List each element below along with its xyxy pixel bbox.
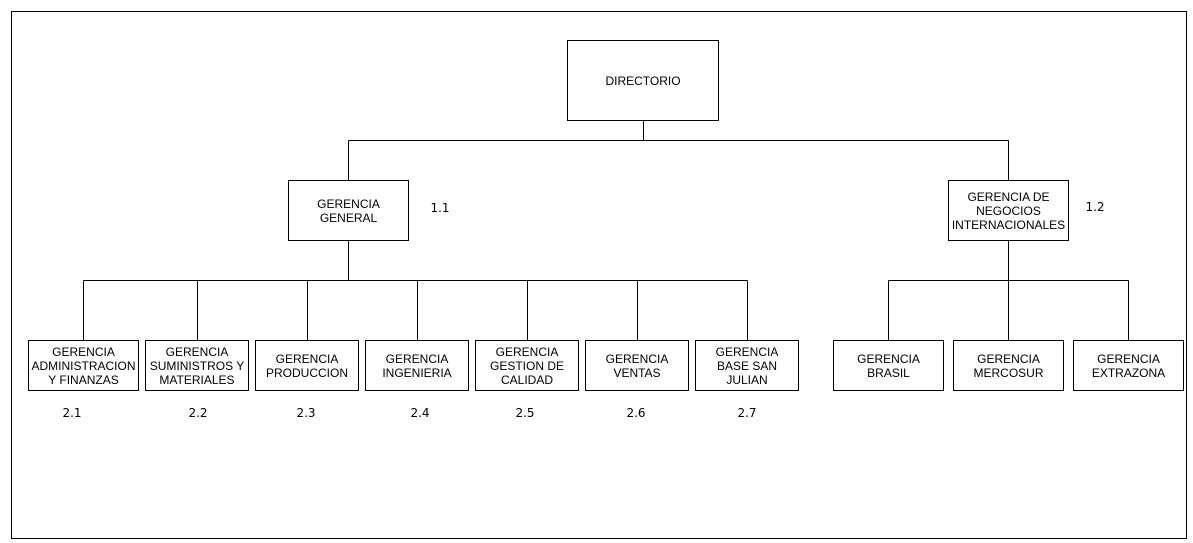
- code-2-6: 2.6: [626, 406, 646, 420]
- node-gerencia-general: GERENCIA GENERAL: [288, 180, 409, 241]
- diagram-frame: [11, 11, 1187, 539]
- node-gerencia-produccion: GERENCIA PRODUCCION: [255, 340, 359, 391]
- node-gerencia-mercosur: GERENCIA MERCOSUR: [953, 340, 1064, 391]
- node-gerencia-negocios-internacionales: GERENCIA DE NEGOCIOS INTERNACIONALES: [948, 180, 1069, 241]
- node-gerencia-ingenieria: GERENCIA INGENIERIA: [365, 340, 469, 391]
- code-2-1: 2.1: [62, 406, 82, 420]
- code-2-4: 2.4: [410, 406, 430, 420]
- code-2-5: 2.5: [515, 406, 535, 420]
- node-gerencia-suministros-materiales: GERENCIA SUMINISTROS Y MATERIALES: [145, 340, 249, 391]
- node-gerencia-administracion-finanzas: GERENCIA ADMINISTRACION Y FINANZAS: [28, 340, 139, 391]
- node-gerencia-extrazona: GERENCIA EXTRAZONA: [1073, 340, 1184, 391]
- node-gerencia-gestion-calidad: GERENCIA GESTION DE CALIDAD: [475, 340, 579, 391]
- node-gerencia-brasil: GERENCIA BRASIL: [833, 340, 944, 391]
- code-1-1: 1.1: [430, 201, 450, 215]
- code-2-3: 2.3: [296, 406, 316, 420]
- node-gerencia-base-san-julian: GERENCIA BASE SAN JULIAN: [695, 340, 799, 391]
- code-2-7: 2.7: [737, 406, 757, 420]
- code-1-2: 1.2: [1085, 200, 1105, 214]
- node-directorio: DIRECTORIO: [567, 40, 719, 121]
- code-2-2: 2.2: [188, 406, 208, 420]
- node-gerencia-ventas: GERENCIA VENTAS: [585, 340, 689, 391]
